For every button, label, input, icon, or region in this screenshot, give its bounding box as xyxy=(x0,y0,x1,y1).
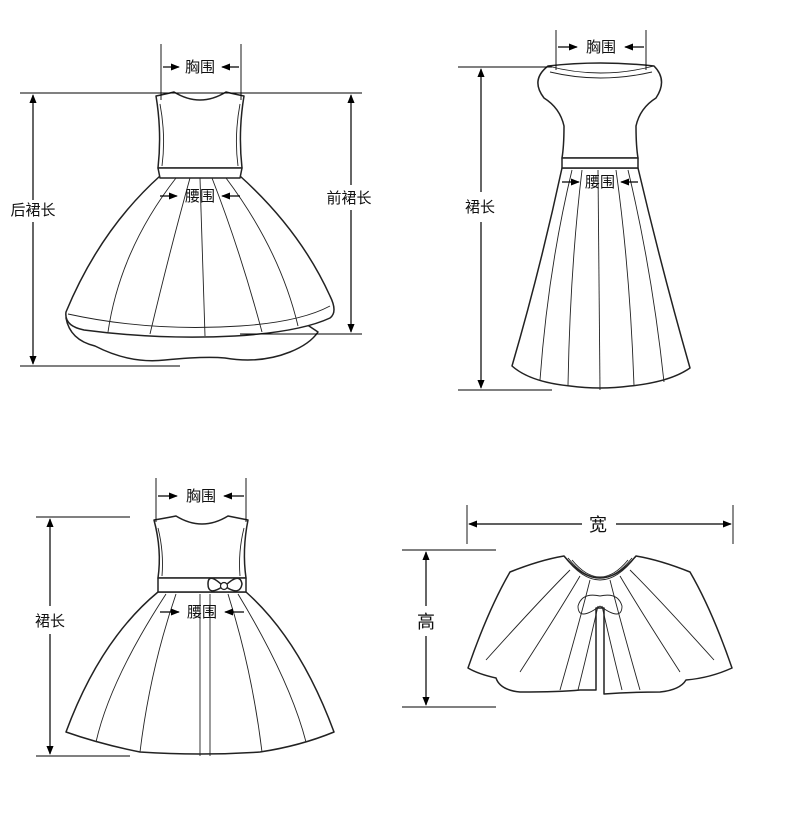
d1-chest-label: 胸围 xyxy=(185,58,215,76)
cape-height-label: 高 xyxy=(417,612,435,633)
cape-dimensions xyxy=(402,505,734,708)
dress-high-low-figure xyxy=(65,91,335,362)
d3-chest-label: 胸围 xyxy=(186,487,216,505)
dress-bow-dimensions xyxy=(36,478,247,757)
dress-a-line-figure xyxy=(511,62,691,391)
cape-width-label: 宽 xyxy=(589,515,607,536)
d1-front-length-label: 前裙长 xyxy=(326,189,371,207)
cape-figure xyxy=(467,555,733,695)
d2-waist-label: 腰围 xyxy=(585,173,615,191)
d3-length-label: 裙长 xyxy=(35,612,65,630)
d2-length-label: 裙长 xyxy=(465,198,495,216)
dress-bow-figure xyxy=(65,515,335,756)
d2-chest-label: 胸围 xyxy=(586,38,616,56)
dress-a-line-dimensions xyxy=(458,30,647,391)
dress-high-low-dimensions xyxy=(20,44,362,367)
d1-back-length-label: 后裙长 xyxy=(10,201,55,219)
d1-waist-label: 腰围 xyxy=(185,187,215,205)
d3-waist-label: 腰围 xyxy=(187,603,217,621)
